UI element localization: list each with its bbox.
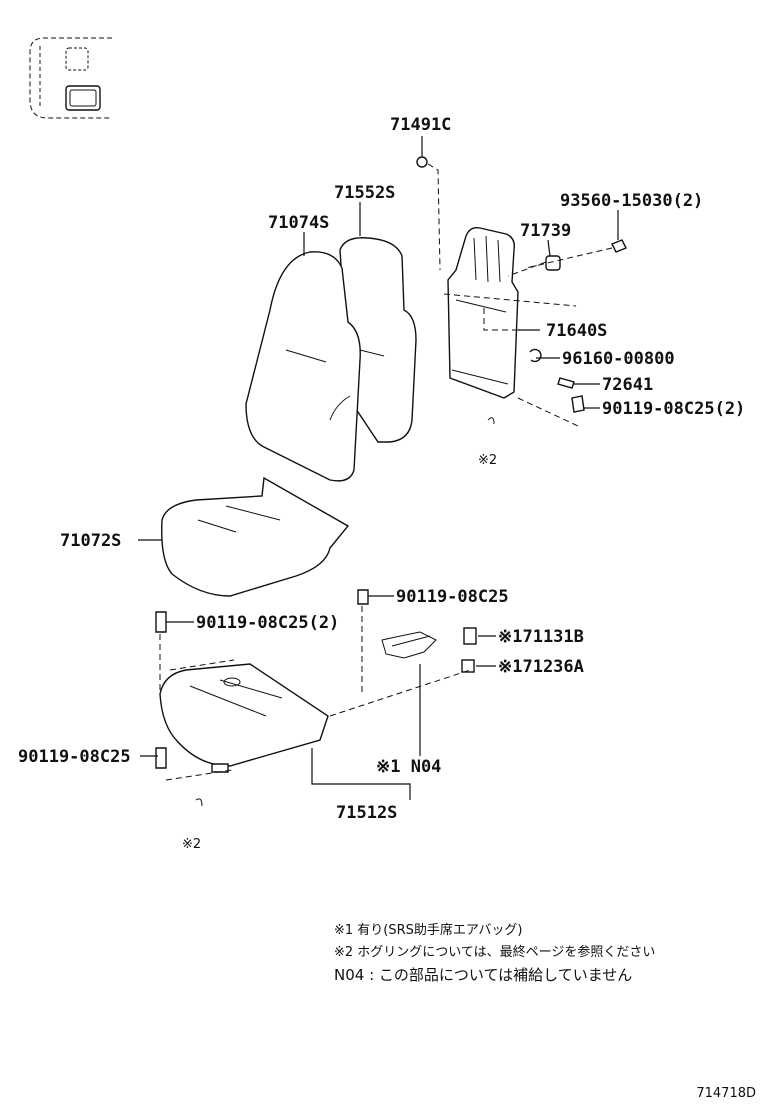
footnote-srs: ※1 有り(SRS助手席エアバッグ) [334, 923, 523, 938]
seat-cushion [161, 476, 350, 597]
hardware [155, 156, 627, 807]
label-71072S: 71072S [60, 531, 121, 551]
diagram-id: 714718D [696, 1086, 756, 1101]
sensor-171131B-icon [463, 627, 477, 645]
bolt-90119-double-icon [155, 611, 167, 633]
bolt-90119-single-icon [357, 589, 369, 605]
label-71739: 71739 [520, 221, 571, 241]
bolt-93560-icon [611, 239, 627, 253]
ring-96160-icon [529, 348, 542, 363]
seatback-frame [447, 226, 519, 399]
clip-71739-icon [545, 255, 561, 271]
leader-lines [138, 136, 619, 800]
vehicle-locator-icon [29, 37, 112, 119]
label-71512S: 71512S [336, 803, 397, 823]
label-96160-00800: 96160-00800 [562, 349, 675, 369]
ref-hog-ring-lower: ※2 [182, 837, 201, 852]
seatback-cushion [245, 251, 361, 482]
ref-hog-ring-upper: ※2 [478, 453, 497, 468]
label-93560-15030: 93560-15030(2) [560, 191, 703, 211]
label-171236A: ※171236A [498, 657, 584, 677]
label-71074S: 71074S [268, 213, 329, 233]
bolt-90119-lower-icon [155, 747, 167, 769]
label-72641: 72641 [602, 375, 653, 395]
footnote-hog-ring: ※2 ホグリングについては、最終ページを参照ください [334, 945, 656, 960]
label-90119-08C25-single: 90119-08C25 [396, 587, 509, 607]
label-90119-08C25-2-lower: 90119-08C25(2) [196, 613, 339, 633]
label-90119-08C25-lower: 90119-08C25 [18, 747, 131, 767]
label-90119-08C25-2-upper: 90119-08C25(2) [602, 399, 745, 419]
headrest-guide-icon [416, 156, 428, 168]
footnotes: ※1 有り(SRS助手席エアバッグ) ※2 ホグリングについては、最終ページを参… [334, 920, 754, 986]
bolt-90119-upper-icon [571, 395, 585, 413]
pin-72641-icon [557, 377, 575, 389]
hog-ring-lower-icon [195, 798, 203, 807]
label-71491C: 71491C [390, 115, 451, 135]
seat-cushion-frame [159, 631, 437, 773]
hog-ring-upper-icon [487, 417, 495, 425]
label-71552S: 71552S [334, 183, 395, 203]
label-171131B: ※171131B [498, 627, 584, 647]
footnote-n04: N04 : この部品については補給していません [334, 966, 633, 984]
label-71640S: 71640S [546, 321, 607, 341]
connector-171236A-icon [461, 659, 475, 673]
label-N04: ※1 N04 [376, 757, 441, 777]
